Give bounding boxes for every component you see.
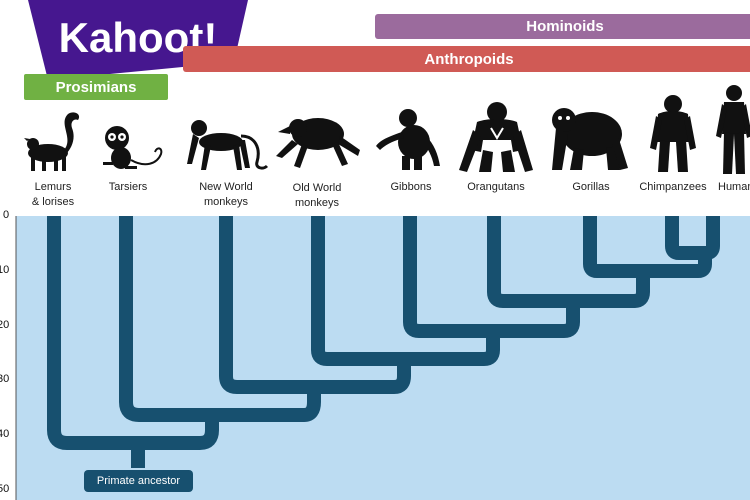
species-label-gibbons: Gibbons	[390, 181, 432, 193]
gibbon-icon	[376, 109, 440, 170]
phylogenetic-tree	[15, 216, 750, 500]
new-world-monkey-icon	[187, 120, 269, 170]
species-label-gorillas: Gorillas	[572, 181, 610, 193]
branch-tarsiers	[119, 216, 321, 422]
axis-tick-20: 20	[0, 319, 10, 331]
branch-humans-chimps	[665, 216, 720, 260]
lemur-icon	[24, 112, 80, 171]
species-label-humans: Humans	[718, 181, 750, 193]
primate-ancestor-text: Primate ancestor	[96, 475, 181, 487]
chimpanzee-icon	[650, 95, 696, 172]
species-label-orangutans: Orangutans	[467, 181, 525, 193]
branch-new-world-monkeys	[219, 216, 411, 394]
axis-tick-50: 50	[0, 483, 10, 495]
axis-tick-10: 10	[0, 264, 10, 276]
hominoids-band: Hominoids	[375, 14, 750, 39]
axis-tick-0: 0	[3, 209, 10, 221]
prosimians-label: Prosimians	[55, 78, 137, 96]
branch-orangutans	[487, 216, 650, 308]
branch-old-world-monkeys	[311, 216, 500, 366]
tarsier-icon	[103, 126, 163, 169]
species-label-chimpanzees: Chimpanzees	[639, 181, 707, 193]
axis-tick-30: 30	[0, 373, 10, 385]
prosimians-band: Prosimians	[24, 74, 168, 100]
anthropoids-label: Anthropoids	[424, 50, 514, 68]
human-icon	[716, 85, 750, 174]
species-label-new-world-monkeys: New World monkeys	[199, 181, 253, 208]
gorilla-icon	[552, 108, 628, 170]
hominoids-label: Hominoids	[526, 18, 604, 35]
branch-gorillas	[583, 216, 712, 278]
primate-ancestor-label: Primate ancestor	[84, 470, 193, 492]
species-label-tarsiers: Tarsiers	[108, 181, 148, 193]
species-label-old-world-monkeys: Old World monkeys	[292, 182, 342, 209]
anthropoids-band: Anthropoids	[183, 46, 750, 72]
branch-gibbons	[403, 216, 580, 338]
axis-tick-40: 40	[0, 428, 10, 440]
old-world-monkey-icon	[276, 118, 360, 168]
species-label-lemurs: Lemurs & lorises	[31, 181, 75, 208]
orangutan-icon	[459, 102, 533, 172]
